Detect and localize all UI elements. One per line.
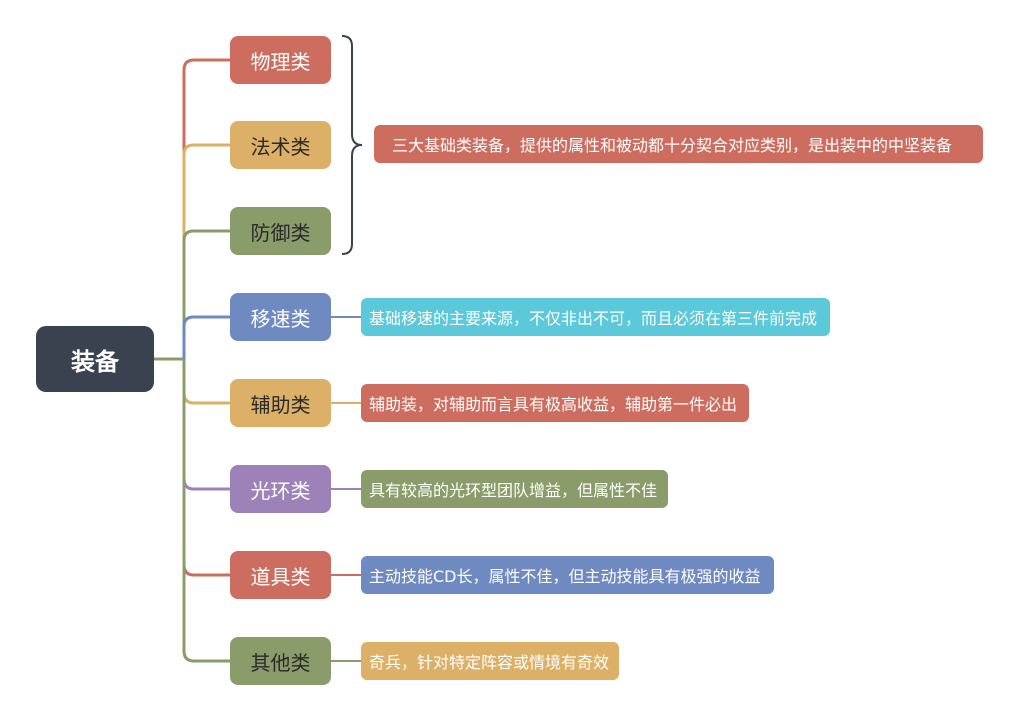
- note-support[interactable]: 辅助装，对辅助而言具有极高收益，辅助第一件必出: [361, 384, 749, 422]
- root-node[interactable]: 装备: [36, 326, 154, 392]
- note-basic[interactable]: 三大基础类装备，提供的属性和被动都十分契合对应类别，是出装中的中坚装备: [374, 125, 983, 163]
- category-node-guanghuan[interactable]: 光环类: [230, 465, 331, 513]
- category-node-wuli[interactable]: 物理类: [230, 36, 331, 84]
- brace: [341, 35, 363, 255]
- branch-qita: [182, 359, 230, 663]
- branch-fangyu: [182, 229, 230, 359]
- category-node-fashu[interactable]: 法术类: [230, 121, 331, 169]
- category-node-qita[interactable]: 其他类: [230, 637, 331, 685]
- note-speed[interactable]: 基础移速的主要来源，不仅非出不可，而且必须在第三件前完成: [361, 298, 830, 336]
- category-node-fuzhu[interactable]: 辅助类: [230, 379, 331, 427]
- note-aura[interactable]: 具有较高的光环型团队增益，但属性不佳: [361, 470, 668, 508]
- category-node-daoju[interactable]: 道具类: [230, 551, 331, 599]
- branch-daoju: [182, 359, 230, 577]
- branch-fuzhu: [182, 359, 230, 405]
- category-node-fangyu[interactable]: 防御类: [230, 207, 331, 255]
- note-other[interactable]: 奇兵，针对特定阵容或情境有奇效: [361, 642, 619, 680]
- branch-guanghuan: [182, 359, 230, 491]
- branch-yisu: [182, 315, 230, 359]
- branch-fashu: [182, 143, 230, 359]
- category-node-yisu[interactable]: 移速类: [230, 293, 331, 341]
- branch-wuli: [182, 58, 230, 359]
- note-item[interactable]: 主动技能CD长，属性不佳，但主动技能具有极强的收益: [361, 556, 774, 594]
